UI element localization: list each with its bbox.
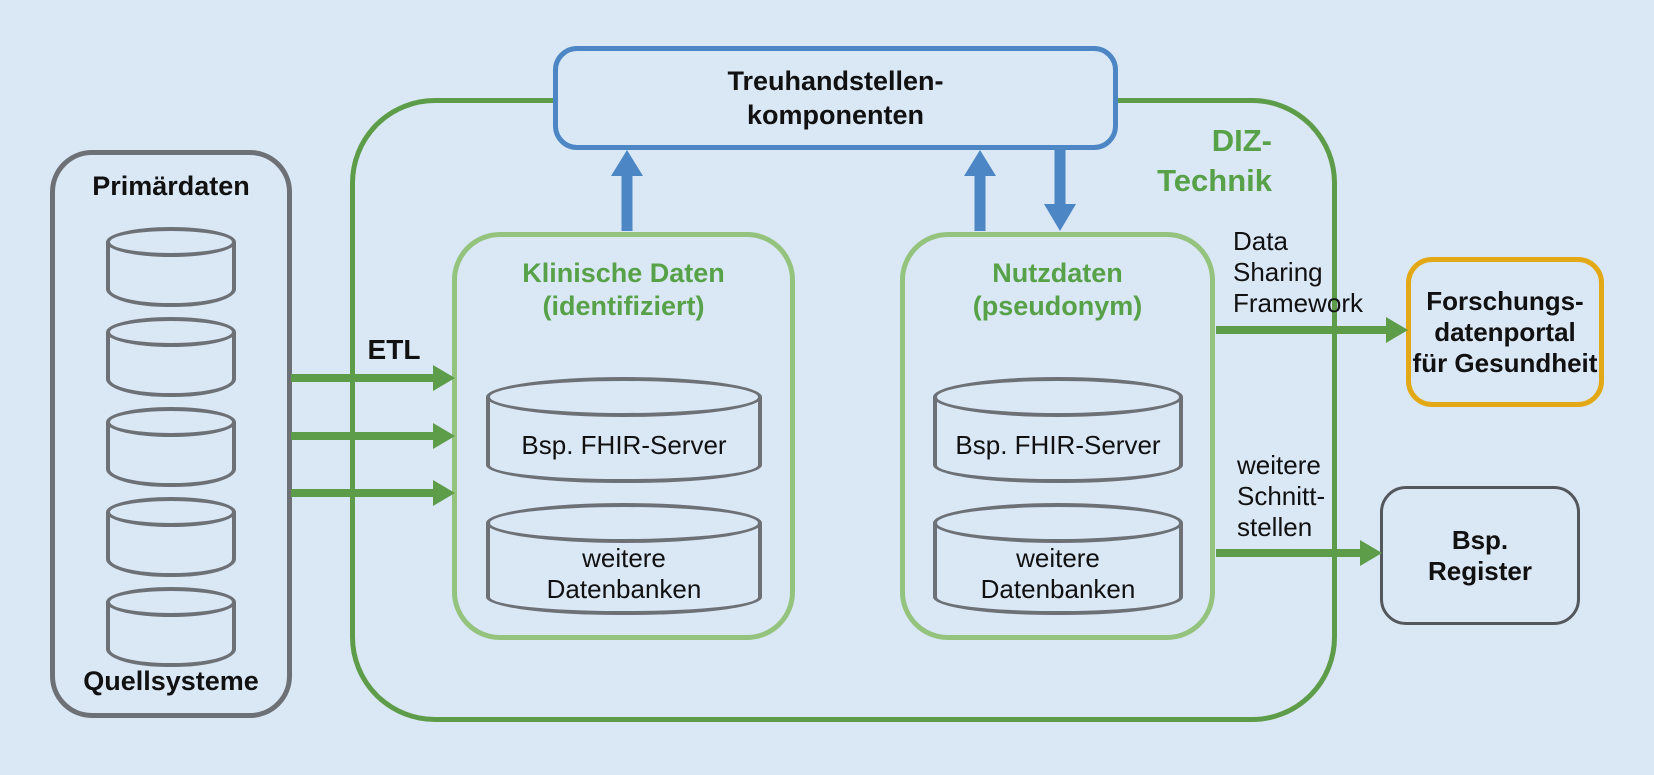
cylinder-body [486, 397, 762, 483]
database-cylinder-icon: weitere Datenbanken [933, 503, 1183, 615]
cylinder-body [106, 242, 236, 307]
cylinder-body [106, 422, 236, 487]
clinical-data-title: Klinische Daten (identifiziert) [522, 258, 725, 321]
register-box: Bsp. Register [1380, 486, 1580, 625]
database-cylinder-icon: Bsp. FHIR-Server [486, 377, 762, 483]
database-cylinder-icon [106, 227, 236, 307]
usage-data-title: Nutzdaten (pseudonym) [972, 258, 1143, 321]
source-systems-box: Primärdaten Quellsysteme [50, 150, 292, 718]
database-cylinder-icon: weitere Datenbanken [486, 503, 762, 615]
etl-label: ETL [367, 334, 421, 365]
source-box-footer: Quellsysteme [83, 666, 259, 696]
trust-components-label: Treuhandstellen- komponenten [727, 66, 944, 130]
database-cylinder-icon: Bsp. FHIR-Server [933, 377, 1183, 483]
database-cylinder-icon [106, 497, 236, 577]
database-cylinder-icon [106, 587, 236, 667]
cylinder-body [106, 602, 236, 667]
cylinder-body [933, 397, 1183, 483]
cylinder-body [106, 332, 236, 397]
research-portal-box: Forschungs- datenportal für Gesundheit [1406, 257, 1604, 407]
usage-data-box: Nutzdaten (pseudonym) Bsp. FHIR-Server w… [900, 232, 1215, 640]
source-box-title: Primärdaten [92, 171, 250, 201]
cylinder-body [933, 523, 1183, 615]
fhir-server-label: Bsp. FHIR-Server [521, 429, 727, 460]
data-sharing-framework-label: Data Sharing Framework [1233, 226, 1364, 318]
fhir-server-label: Bsp. FHIR-Server [955, 429, 1161, 460]
cylinder-body [486, 523, 762, 615]
database-cylinder-icon [106, 407, 236, 487]
clinical-data-box: Klinische Daten (identifiziert) Bsp. FHI… [452, 232, 795, 640]
other-databases-label: weitere Datenbanken [980, 543, 1136, 604]
other-databases-label: weitere Datenbanken [546, 543, 702, 604]
diz-technik-label: DIZ- Technik [1157, 123, 1272, 198]
trust-components-box: Treuhandstellen- komponenten [553, 46, 1118, 150]
register-label: Bsp. Register [1427, 524, 1533, 586]
other-interfaces-label: weitere Schnitt- stellen [1237, 450, 1326, 542]
cylinder-body [106, 512, 236, 577]
database-cylinder-icon [106, 317, 236, 397]
research-portal-label: Forschungs- datenportal für Gesundheit [1412, 285, 1598, 378]
